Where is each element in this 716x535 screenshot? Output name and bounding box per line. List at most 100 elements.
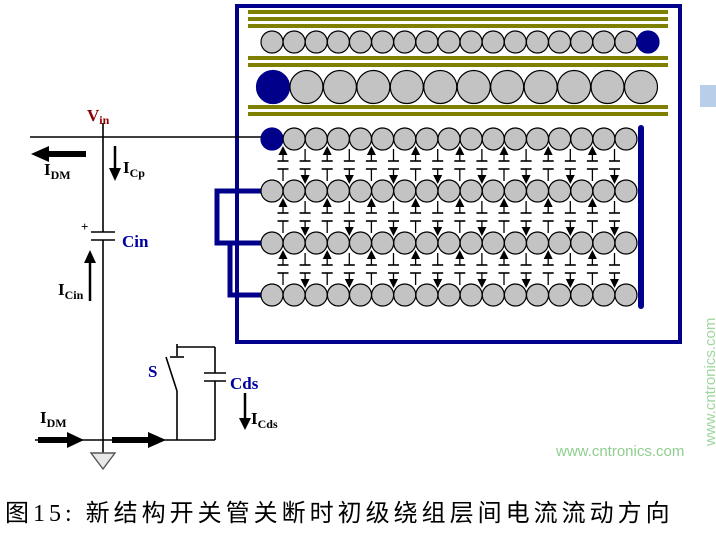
winding-turn	[326, 283, 350, 307]
winding-turn-highlight	[260, 127, 284, 151]
winding-turn	[614, 30, 638, 54]
winding-turn	[393, 30, 417, 54]
current-arrow-up	[366, 198, 376, 207]
current-arrow-down	[521, 279, 531, 288]
winding-turn	[570, 231, 594, 255]
current-arrow-up	[587, 198, 597, 207]
winding-turn	[348, 30, 373, 54]
winding-turn	[304, 283, 328, 307]
winding-turn	[459, 179, 483, 203]
winding-turn	[570, 179, 594, 203]
current-arrow-up	[455, 146, 465, 155]
winding-turn	[393, 283, 417, 307]
current-arrow-down	[565, 279, 575, 288]
winding-turn	[348, 231, 373, 255]
winding-turn	[570, 127, 594, 151]
switch-label: S	[148, 362, 157, 381]
winding-turn	[415, 283, 439, 307]
icin-arrowhead	[84, 250, 96, 263]
winding-turn	[481, 127, 505, 151]
current-arrow-down	[610, 279, 619, 288]
winding-turn	[282, 127, 306, 151]
winding-turn	[570, 283, 594, 307]
current-arrow-up	[455, 250, 465, 259]
winding-turn	[437, 30, 461, 54]
current-arrow-up	[411, 250, 421, 259]
winding-turn	[592, 179, 616, 203]
winding-turn	[371, 179, 395, 203]
winding-turn	[481, 179, 505, 203]
winding-turn	[371, 283, 395, 307]
current-arrow-down	[344, 279, 354, 288]
winding-turn	[389, 69, 424, 105]
current-arrow-down	[433, 227, 443, 236]
winding-turn	[371, 127, 395, 151]
transformer-winding-diagram	[214, 4, 682, 344]
ground-symbol	[89, 452, 117, 471]
winding-turn	[260, 30, 284, 54]
winding-turn	[437, 231, 461, 255]
winding-turn	[437, 283, 461, 307]
winding-turn	[393, 179, 417, 203]
winding-turn	[503, 179, 527, 203]
winding-turn	[348, 179, 373, 203]
winding-turn	[459, 127, 483, 151]
cin-plus-sign: +	[81, 219, 88, 234]
current-arrow-up	[543, 250, 553, 259]
switch-blade	[165, 356, 178, 392]
winding-turn	[548, 179, 572, 203]
idm-top-label: IDM	[44, 160, 71, 182]
winding-turn	[304, 179, 328, 203]
winding-turn	[326, 179, 350, 203]
winding-turn	[525, 231, 550, 255]
winding-turn	[437, 179, 461, 203]
winding-turn	[356, 69, 391, 105]
current-arrow-up	[366, 146, 376, 155]
watermark-vertical: www.cntronics.com	[702, 317, 716, 446]
current-arrow-up	[543, 198, 553, 207]
current-arrow-down	[521, 175, 531, 184]
icin-label: ICin	[58, 280, 84, 302]
current-arrow-down	[433, 279, 443, 288]
current-arrow-up	[543, 146, 553, 155]
winding-turn	[304, 231, 328, 255]
winding-turn	[459, 283, 483, 307]
cds-label: Cds	[230, 374, 259, 393]
winding-turn	[525, 283, 550, 307]
winding-turn	[415, 127, 439, 151]
winding-turn	[548, 231, 572, 255]
current-arrow-down	[389, 227, 398, 236]
blue-marker	[700, 85, 716, 107]
current-arrow-down	[300, 227, 310, 236]
winding-turn	[592, 283, 616, 307]
current-arrow-down	[521, 227, 531, 236]
winding-turn	[289, 69, 324, 105]
winding-turn	[348, 127, 373, 151]
current-arrow-up	[587, 250, 597, 259]
winding-turn-highlight	[636, 30, 660, 54]
watermark: www.cntronics.com	[556, 443, 685, 460]
idm-bottom-arrowhead1	[67, 432, 84, 448]
figure-caption: 图15: 新结构开关管关断时初级绕组层间电流流动方向	[5, 501, 674, 527]
winding-turn	[437, 127, 461, 151]
current-arrow-up	[366, 250, 376, 259]
winding-turn	[525, 30, 550, 54]
current-arrow-down	[477, 175, 487, 184]
idm-bottom-label: IDM	[40, 408, 67, 430]
current-arrow-down	[477, 227, 487, 236]
winding-turn	[481, 283, 505, 307]
icp-arrowhead	[109, 168, 121, 181]
idm-top-arrowhead	[31, 146, 49, 162]
winding-turn	[282, 283, 306, 307]
winding-turn	[326, 30, 350, 54]
winding-turn	[570, 30, 594, 54]
winding-turn	[614, 179, 638, 203]
winding-turn	[614, 231, 638, 255]
winding-turn	[393, 127, 417, 151]
winding-turn	[371, 231, 395, 255]
winding-turn	[456, 69, 491, 105]
winding-turn	[260, 179, 284, 203]
winding-turn	[556, 69, 592, 105]
current-arrow-up	[322, 250, 332, 259]
current-arrow-up	[278, 250, 288, 259]
